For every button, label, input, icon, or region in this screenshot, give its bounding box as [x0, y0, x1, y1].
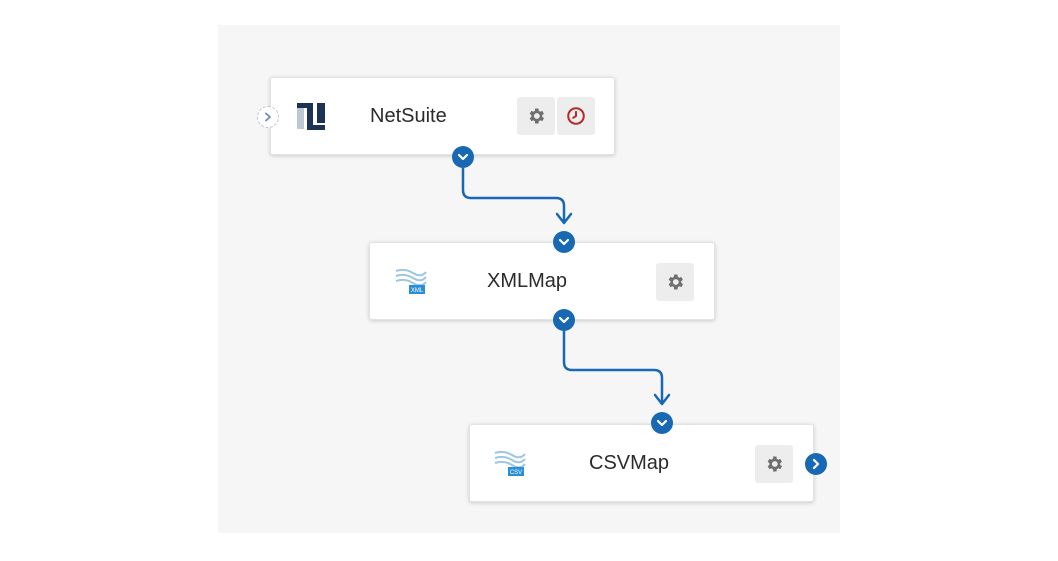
- chevron-right-icon: [812, 458, 820, 470]
- svg-text:XML: XML: [411, 288, 424, 294]
- gear-icon: [668, 274, 683, 290]
- settings-button-csvmap[interactable]: [755, 445, 793, 483]
- chevron-down-icon: [457, 153, 469, 161]
- settings-button-netsuite[interactable]: [517, 97, 555, 135]
- csv-map-icon: CSV: [494, 449, 526, 482]
- netsuite-logo-icon: [295, 100, 327, 137]
- history-button-netsuite[interactable]: [557, 97, 595, 135]
- node-csvmap[interactable]: CSV CSVMap: [469, 424, 814, 502]
- gear-icon: [767, 456, 782, 472]
- input-connector-csvmap[interactable]: [651, 412, 673, 434]
- node-label-csvmap: CSVMap: [589, 451, 670, 474]
- output-connector-netsuite[interactable]: [452, 146, 474, 168]
- gear-icon: [529, 108, 544, 124]
- node-label-xmlmap: XMLMap: [487, 269, 568, 292]
- input-connector-xmlmap[interactable]: [553, 231, 575, 253]
- history-clock-icon: [567, 107, 585, 125]
- node-xmlmap[interactable]: XML XMLMap: [369, 242, 715, 320]
- chevron-down-icon: [558, 238, 570, 246]
- chevron-right-icon: [265, 112, 271, 122]
- xml-map-icon: XML: [395, 267, 427, 300]
- output-connector-xmlmap[interactable]: [553, 309, 575, 331]
- input-port-netsuite[interactable]: [257, 106, 279, 128]
- output-connector-csvmap[interactable]: [805, 453, 827, 475]
- chevron-down-icon: [558, 316, 570, 324]
- svg-text:CSV: CSV: [510, 470, 522, 476]
- node-netsuite[interactable]: NetSuite: [270, 77, 615, 155]
- settings-button-xmlmap[interactable]: [656, 263, 694, 301]
- node-label-netsuite: NetSuite: [370, 104, 447, 127]
- chevron-down-icon: [656, 419, 668, 427]
